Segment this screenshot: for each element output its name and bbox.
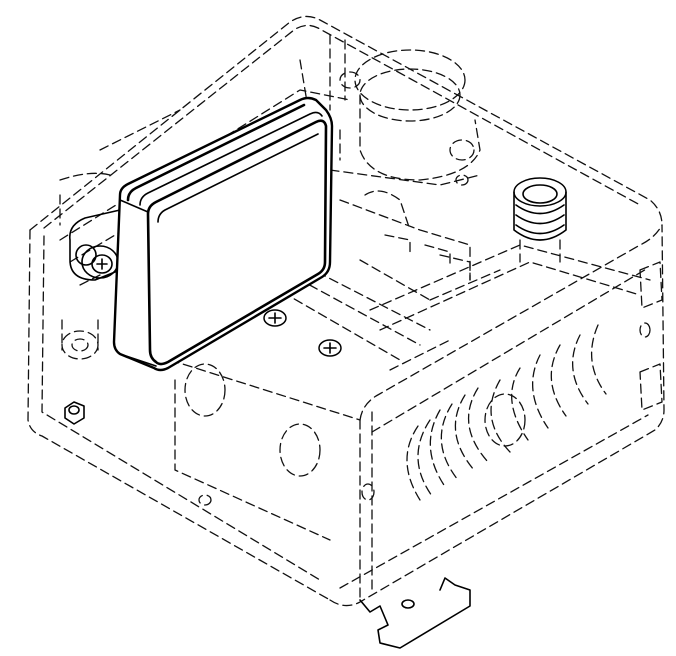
mounting-bracket xyxy=(68,209,121,281)
screw-heads xyxy=(61,309,342,425)
vent-slots xyxy=(406,324,607,501)
screw-1 xyxy=(263,309,287,327)
push-button xyxy=(513,177,567,263)
nut-left xyxy=(64,401,85,425)
mounting-tab xyxy=(359,577,471,649)
screw-2 xyxy=(318,339,342,357)
standoff-left xyxy=(61,319,99,360)
round-connector xyxy=(329,49,481,186)
module-box xyxy=(112,96,334,372)
